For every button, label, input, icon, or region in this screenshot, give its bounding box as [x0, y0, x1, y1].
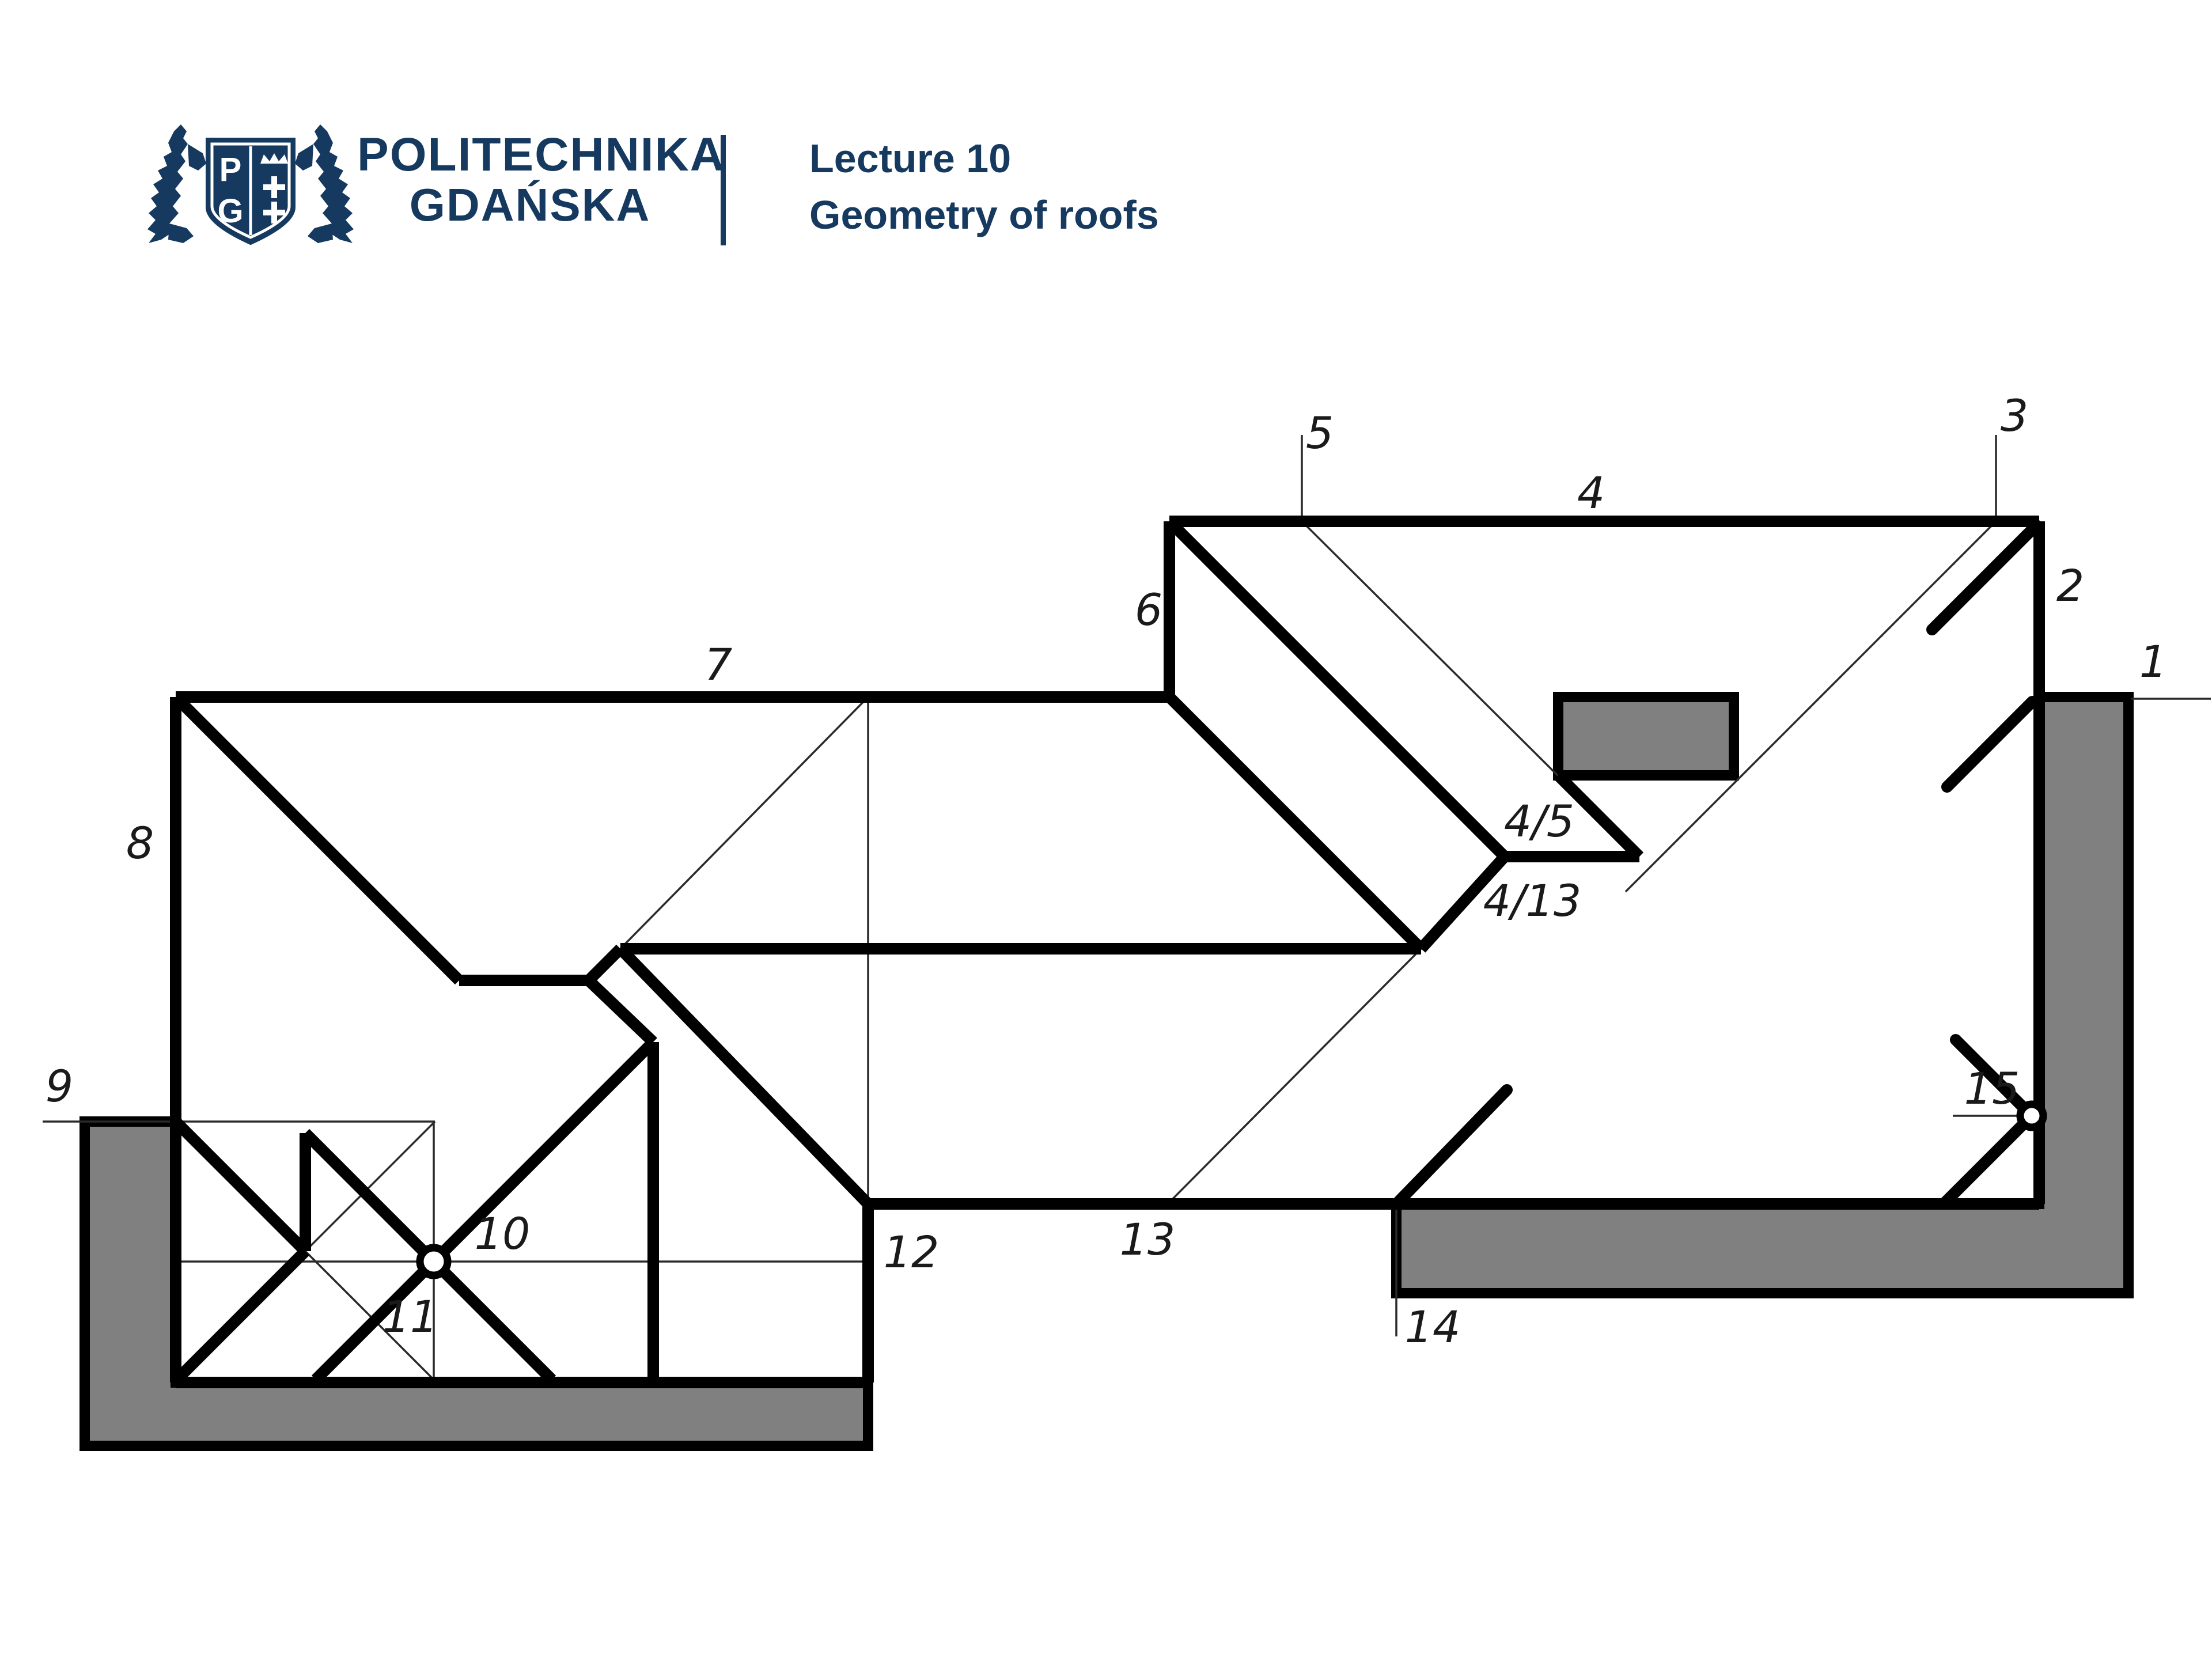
crest-letter-p: P — [219, 151, 242, 188]
label-14: 14 — [1405, 1301, 1461, 1353]
label-3: 3 — [2001, 390, 2028, 441]
university-name-line2: GDAŃSKA — [409, 179, 651, 230]
lion-right-icon — [295, 124, 354, 243]
chimney — [1553, 692, 1739, 781]
lecture-title: Lecture 10 — [809, 136, 1012, 181]
valley-long-to-eave-12 — [616, 945, 873, 1208]
hip-ridge-to-junction — [584, 944, 625, 985]
x-arm-down-right — [429, 1257, 556, 1384]
label-valley-4-5: 4/5 — [1504, 796, 1574, 847]
label-7: 7 — [704, 639, 732, 690]
x-arm-up-left — [301, 1128, 438, 1266]
x-arm-down-left — [311, 1257, 438, 1384]
partial-hip-corner-2-3 — [1926, 520, 2042, 635]
hip-top-left-corner — [171, 692, 464, 985]
partial-hip-corner-13-14 — [1391, 1084, 1513, 1210]
band-roof-upper-edge — [1165, 517, 1509, 861]
label-13: 13 — [1120, 1214, 1176, 1265]
crown-icon — [260, 153, 288, 164]
node-circle-10 — [416, 1244, 452, 1279]
x-arm-up-right — [429, 1037, 658, 1266]
label-1: 1 — [2139, 636, 2167, 687]
node-circle-15 — [2016, 1100, 2047, 1131]
university-name: POLITECHNIKA GDAŃSKA — [357, 128, 725, 230]
partial-hip-corner-1-2 — [1941, 696, 2038, 793]
university-name-line1: POLITECHNIKA — [357, 128, 725, 181]
label-8: 8 — [126, 817, 154, 869]
band-end-edge-4-13 — [1416, 853, 1509, 953]
title-block: Lecture 10 Geometry of roofs — [809, 138, 1159, 235]
terrace-bottom-left — [79, 1116, 873, 1451]
lion-left-icon — [147, 124, 206, 243]
crest-shield: P G — [206, 138, 296, 245]
lecture-subtitle: Geometry of roofs — [809, 192, 1159, 237]
partial-hip-above-node-15 — [1950, 1034, 2033, 1118]
label-4: 4 — [1577, 467, 1605, 518]
label-valley-4-13: 4/13 — [1483, 875, 1582, 926]
label-11: 11 — [382, 1291, 438, 1342]
label-6: 6 — [1135, 584, 1162, 635]
aux-bisector-corner-7-12 — [619, 696, 869, 950]
header-divider — [721, 135, 726, 245]
label-2: 2 — [2056, 560, 2084, 611]
label-5: 5 — [1306, 407, 1334, 459]
partial-hip-below-node-15 — [1939, 1114, 2033, 1209]
label-10: 10 — [475, 1208, 531, 1259]
hip-ridge-to-lower-junction — [585, 976, 657, 1047]
hip-to-chimney-corner — [1554, 771, 1644, 861]
label-12: 12 — [884, 1226, 940, 1278]
label-9: 9 — [46, 1060, 73, 1112]
cross-icons — [263, 176, 285, 224]
aux-bisector-from-point-3 — [1624, 520, 1997, 893]
hip-to-bottom-left-corner — [171, 1247, 310, 1385]
label-15: 15 — [1964, 1063, 2020, 1114]
aux-bisector-at-junction-4-13 — [1168, 948, 1422, 1203]
aux-square-antidiagonal — [304, 1120, 436, 1252]
band-roof-lower-edge — [1165, 692, 1426, 953]
pg-logo: P G — [147, 124, 354, 245]
valley-to-inner-corner-9 — [171, 1117, 310, 1256]
crest-letter-g: G — [217, 192, 243, 230]
